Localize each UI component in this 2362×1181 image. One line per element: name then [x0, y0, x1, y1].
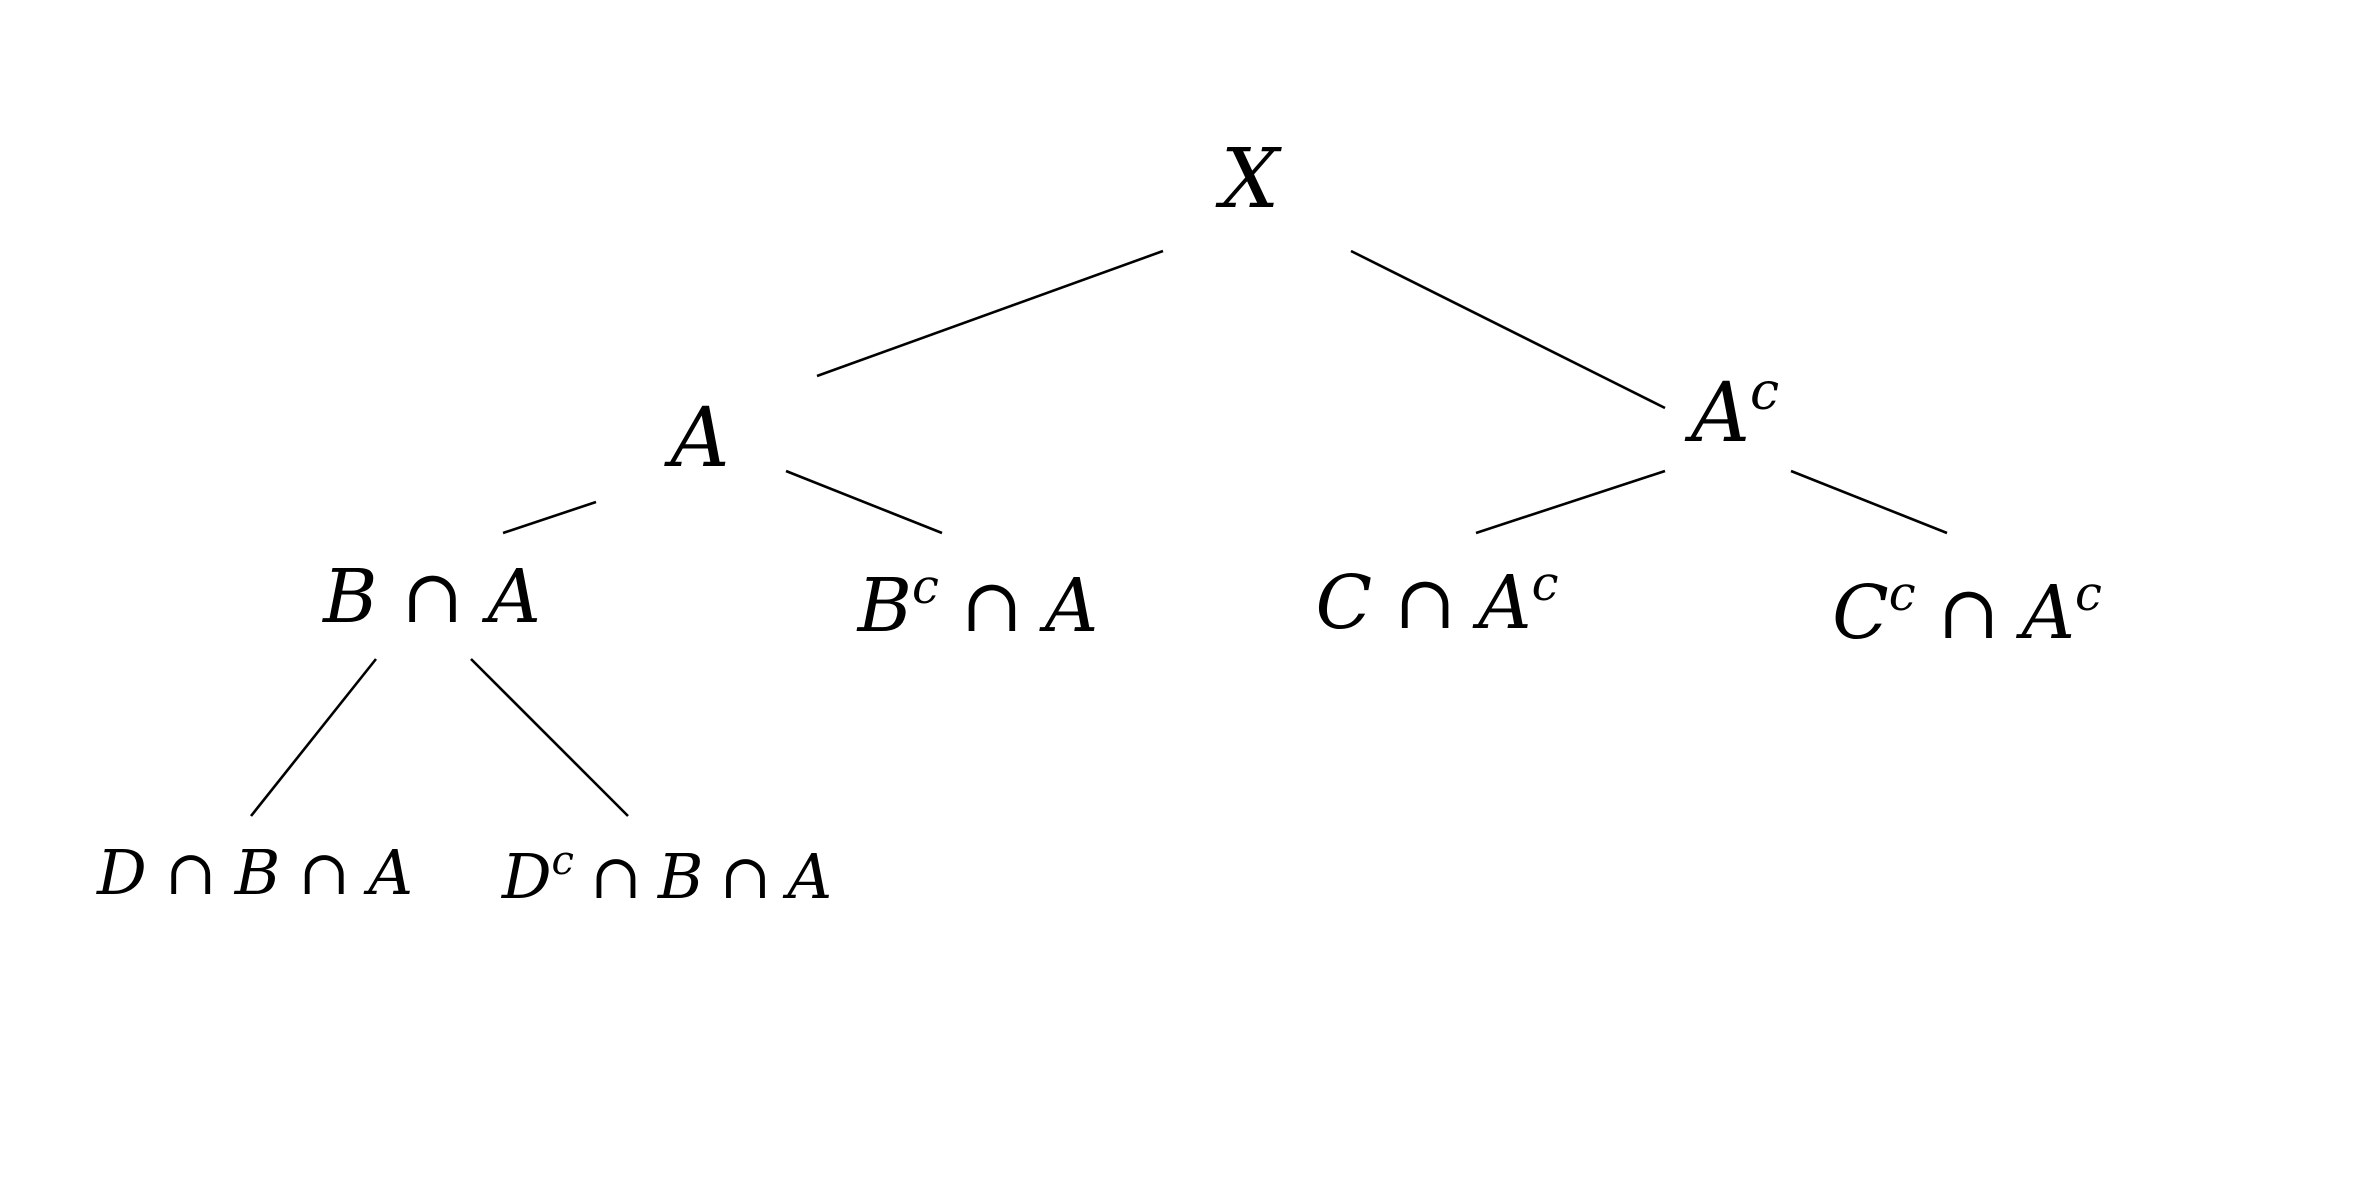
- node-cc-cap-ac: Cc ∩Ac: [1832, 566, 2102, 656]
- edge-ac-to-cc-cap-ac: [1790, 469, 1948, 535]
- node-b-cap-a-term1: B: [321, 554, 377, 640]
- node-dc-cap-b-cap-a-operator2: ∩: [719, 840, 771, 913]
- node-d-cap-b-cap-a-operator1: ∩: [165, 836, 217, 909]
- node-root: X: [1215, 132, 1283, 227]
- node-b-cap-a-operator: ∩: [401, 554, 463, 640]
- node-b-cap-a: B ∩A: [321, 554, 541, 640]
- node-c-cap-ac-term1: C: [1316, 560, 1373, 646]
- node-bc-cap-a-operator: ∩: [961, 563, 1023, 649]
- node-d-cap-b-cap-a-operator2: ∩: [298, 836, 350, 909]
- node-c-cap-ac: C∩Ac: [1316, 556, 1559, 646]
- node-dc-cap-b-cap-a-term1-sup: c: [552, 838, 574, 884]
- node-c-cap-ac-term2-sup: c: [1532, 556, 1559, 612]
- node-c-cap-ac-operator: ∩: [1394, 560, 1456, 646]
- node-cc-cap-ac-operator: ∩: [1938, 570, 2000, 656]
- node-b-cap-a-term2: A: [481, 554, 540, 640]
- node-dc-cap-b-cap-a-term3: A: [782, 840, 832, 913]
- edge-root-to-a: [816, 249, 1164, 378]
- node-a: A: [663, 391, 729, 486]
- node-cc-cap-ac-term2: A: [2016, 570, 2075, 656]
- node-d-cap-b-cap-a-term1: D: [96, 836, 147, 909]
- node-cc-cap-ac-term1: C: [1832, 570, 1889, 656]
- node-dc-cap-b-cap-a-term2: B: [657, 840, 704, 913]
- edge-ac-to-c-cap-ac: [1475, 469, 1666, 535]
- edge-b-cap-a-to-d-cap-b-cap-a: [249, 658, 378, 817]
- node-d-cap-b-cap-a: D∩B∩A: [96, 836, 413, 909]
- node-bc-cap-a-term2: A: [1039, 563, 1098, 649]
- edge-a-to-b-cap-a: [502, 500, 597, 535]
- node-dc-cap-b-cap-a: Dc∩B∩A: [501, 838, 832, 913]
- node-bc-cap-a-term1-sup: c: [912, 559, 939, 615]
- node-a-base: A: [663, 391, 729, 486]
- edge-a-to-bc-cap-a: [785, 469, 943, 535]
- node-a-complement-sup: c: [1750, 362, 1779, 422]
- node-dc-cap-b-cap-a-term1: D: [501, 840, 552, 913]
- root-base: X: [1215, 132, 1283, 227]
- node-cc-cap-ac-term1-sup: c: [1889, 566, 1916, 622]
- node-bc-cap-a: Bc ∩A: [856, 559, 1099, 649]
- node-a-complement-base: A: [1684, 366, 1750, 461]
- edge-root-to-a-complement: [1350, 249, 1666, 410]
- node-d-cap-b-cap-a-term2: B: [234, 836, 281, 909]
- node-d-cap-b-cap-a-term3: A: [363, 836, 413, 909]
- edges: [249, 249, 1948, 817]
- node-dc-cap-b-cap-a-operator1: ∩: [590, 840, 642, 913]
- node-a-complement: Ac: [1684, 362, 1779, 461]
- node-bc-cap-a-term1: B: [856, 563, 912, 649]
- node-c-cap-ac-term2: A: [1472, 560, 1531, 646]
- edge-b-cap-a-to-dc-cap-b-cap-a: [470, 658, 629, 817]
- node-cc-cap-ac-term2-sup: c: [2075, 566, 2102, 622]
